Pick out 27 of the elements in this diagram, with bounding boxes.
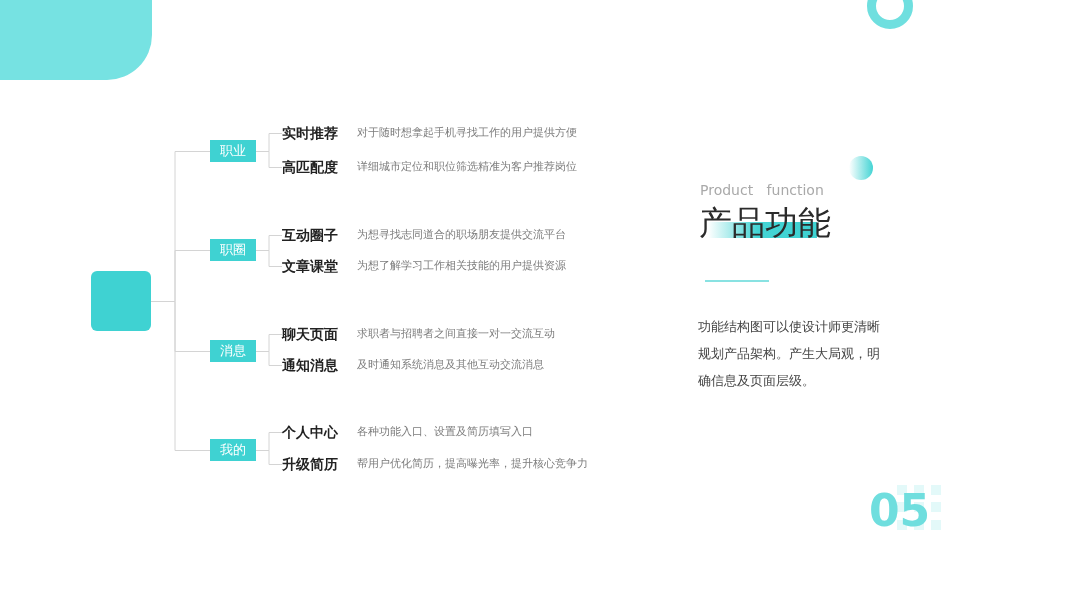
feature-description: 求职者与招聘者之间直接一对一交流互动 <box>357 326 555 342</box>
topic-box <box>91 271 151 331</box>
feature-description: 为想寻找志同道合的职场朋友提供交流平台 <box>357 227 566 243</box>
feature-description: 详细城市定位和职位筛选精准为客户推荐岗位 <box>357 159 577 175</box>
category-tag: 消息 <box>210 340 256 362</box>
feature-description: 为想了解学习工作相关技能的用户提供资源 <box>357 258 566 274</box>
feature-name: 升级简历 <box>282 455 338 474</box>
connector-line <box>255 450 283 465</box>
feature-name: 高匹配度 <box>282 158 338 177</box>
connector-line <box>255 351 283 366</box>
feature-description: 帮用户优化简历，提高曝光率，提升核心竞争力 <box>357 456 588 472</box>
category-tag: 职圈 <box>210 239 256 261</box>
subtitle: Product function <box>700 181 824 200</box>
category-tag: 我的 <box>210 439 256 461</box>
feature-description: 及时通知系统消息及其他互动交流消息 <box>357 357 544 373</box>
feature-name: 通知消息 <box>282 356 338 375</box>
category-tag: 职业 <box>210 140 256 162</box>
description-text: 功能结构图可以使设计师更清晰规划产品架构。产生大局观，明确信息及页面层级。 <box>698 318 881 390</box>
connector-line <box>255 250 283 267</box>
feature-name: 聊天页面 <box>282 325 338 344</box>
feature-name: 文章课堂 <box>282 257 338 276</box>
feature-name: 实时推荐 <box>282 124 338 143</box>
feature-description: 对于随时想拿起手机寻找工作的用户提供方便 <box>357 125 577 141</box>
feature-name: 个人中心 <box>282 423 338 442</box>
feature-name: 互动圈子 <box>282 226 338 245</box>
connector-line <box>255 151 283 168</box>
feature-description: 各种功能入口、设置及简历填写入口 <box>357 424 533 440</box>
